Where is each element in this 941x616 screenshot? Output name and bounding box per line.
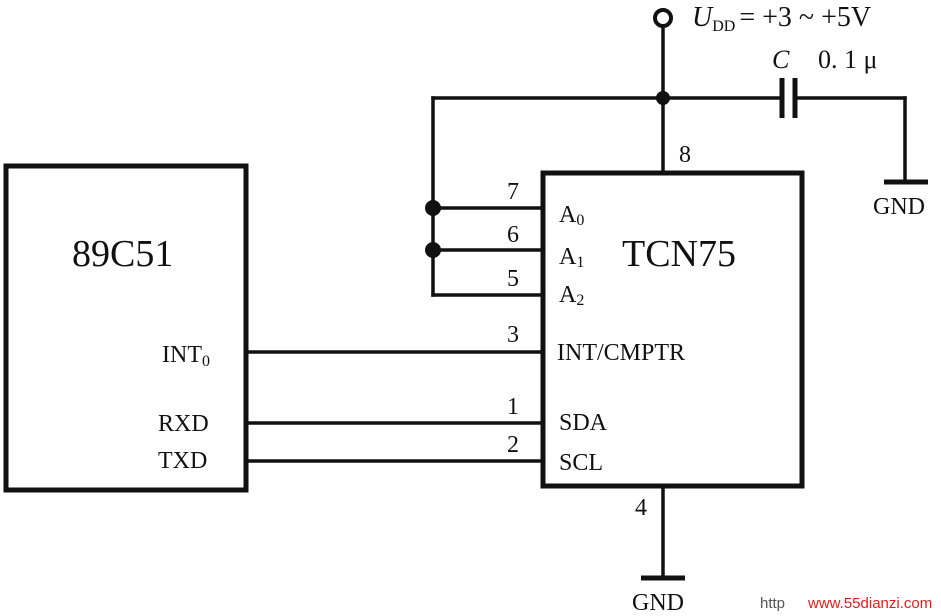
vdd-junction <box>656 91 670 105</box>
pin-number-a1: 6 <box>507 222 519 248</box>
pin-number-a2: 5 <box>507 266 519 292</box>
mcu-pin-txd: TXD <box>158 448 207 474</box>
watermark-site: www.55dianzi.com <box>807 595 932 612</box>
tcn75-box <box>540 170 805 489</box>
sensor-pin-sda: SDA <box>559 410 608 436</box>
mcu-name: 89C51 <box>72 233 173 275</box>
pin-number-scl: 2 <box>507 432 519 458</box>
supply-label: UDD= +3 ~ +5V <box>692 2 871 35</box>
sensor-pin-a2: A2 <box>559 282 584 309</box>
pin-number-gnd: 4 <box>635 495 647 521</box>
capacitor-value: 0. 1 μ <box>818 45 877 74</box>
sensor-pin-a0: A0 <box>559 202 584 229</box>
mcu-89c51-box <box>3 163 249 493</box>
pin-number-a0: 7 <box>507 179 519 205</box>
pin-number-sda: 1 <box>507 394 519 420</box>
pin-number-vdd: 8 <box>679 142 691 168</box>
mcu-pin-rxd: RXD <box>158 411 209 437</box>
sensor-pin-scl: SCL <box>559 450 603 476</box>
sensor-pin-a1: A1 <box>559 244 584 271</box>
watermark-prefix: http <box>760 595 785 612</box>
gnd-label-cap: GND <box>873 194 925 220</box>
sensor-pin-int-cmptr: INT/CMPTR <box>557 340 685 366</box>
capacitor-symbol: C <box>772 45 790 74</box>
junction-a1 <box>425 242 441 258</box>
junction-a0 <box>425 200 441 216</box>
gnd-label-sensor: GND <box>632 590 684 616</box>
mcu-pin-int0: INT0 <box>162 342 210 370</box>
pin-number-int-cmptr: 3 <box>507 322 519 348</box>
vdd-terminal <box>653 8 673 28</box>
sensor-name: TCN75 <box>622 233 736 275</box>
